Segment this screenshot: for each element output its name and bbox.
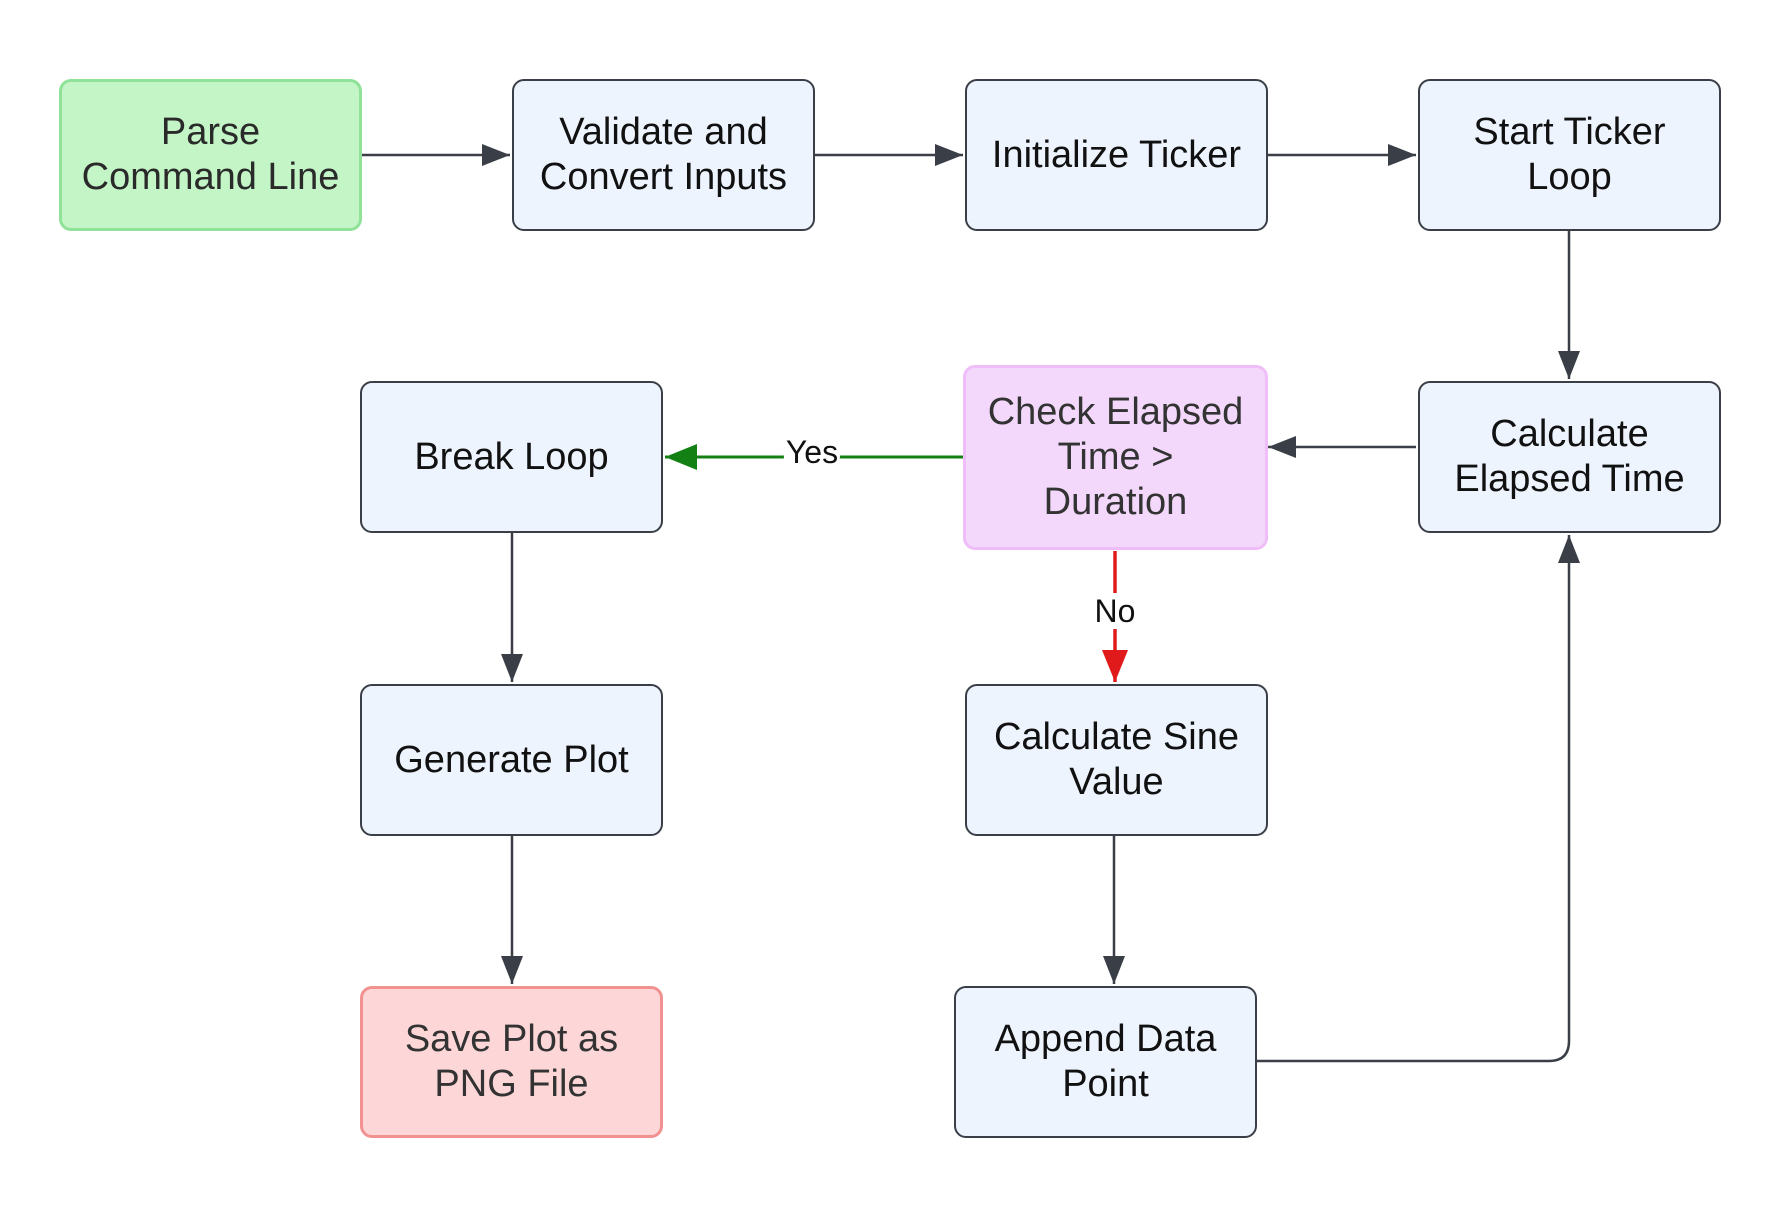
edge-label-no: No (1092, 593, 1138, 629)
node-label: Calculate Elapsed Time (1454, 413, 1685, 500)
node-parse-command-line[interactable]: Parse Command Line (59, 79, 362, 231)
node-label: Start Ticker Loop (1473, 111, 1666, 198)
node-generate-plot[interactable]: Generate Plot (360, 684, 663, 836)
node-initialize-ticker[interactable]: Initialize Ticker (965, 79, 1268, 231)
node-label: Append Data Point (994, 1018, 1217, 1105)
node-check-elapsed-duration[interactable]: Check Elapsed Time > Duration (963, 365, 1268, 550)
node-label: Initialize Ticker (991, 133, 1242, 176)
node-break-loop[interactable]: Break Loop (360, 381, 663, 533)
node-validate-inputs[interactable]: Validate and Convert Inputs (512, 79, 815, 231)
node-label: Save Plot as PNG File (404, 1018, 619, 1105)
edge-label-yes: Yes (783, 434, 841, 470)
node-calculate-sine-value[interactable]: Calculate Sine Value (965, 684, 1268, 836)
edge-append-to-calc-elapsed (1255, 535, 1571, 1063)
node-label: Calculate Sine Value (993, 716, 1240, 803)
node-label: Parse Command Line (81, 111, 340, 198)
node-start-ticker-loop[interactable]: Start Ticker Loop (1418, 79, 1721, 231)
node-label: Check Elapsed Time > Duration (987, 391, 1244, 523)
node-label: Break Loop (414, 435, 609, 478)
node-label: Generate Plot (394, 738, 629, 781)
node-append-data-point[interactable]: Append Data Point (954, 986, 1257, 1138)
node-save-plot-png[interactable]: Save Plot as PNG File (360, 986, 663, 1138)
node-label: Validate and Convert Inputs (539, 111, 788, 198)
node-calculate-elapsed-time[interactable]: Calculate Elapsed Time (1418, 381, 1721, 533)
